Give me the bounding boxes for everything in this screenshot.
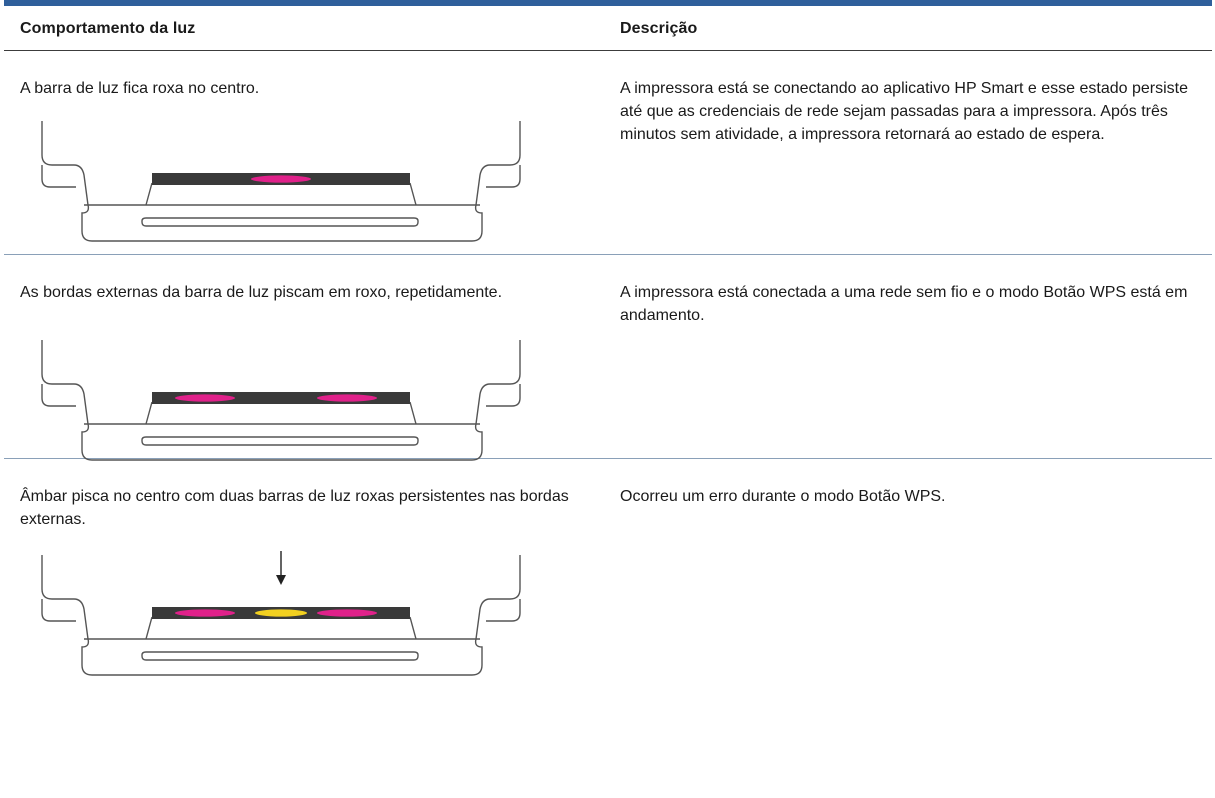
description-text: Ocorreu um erro durante o modo Botão WPS… [620,488,946,505]
description-text: A impressora está se conectando ao aplic… [620,80,1189,143]
printer-light-bar-purple-edges-blinking-icon [41,340,521,461]
header-description: Descrição [620,20,698,37]
table-row: Âmbar pisca no centro com duas barras de… [4,459,1212,711]
table-top-rule [4,0,1212,6]
light-behavior-table: Comportamento da luz Descrição A barra d… [4,0,1212,711]
description-text: A impressora está conectada a uma rede s… [620,284,1188,324]
header-behavior: Comportamento da luz [20,20,196,37]
down-arrow-icon [276,551,286,585]
behavior-text: Âmbar pisca no centro com duas barras de… [20,488,569,528]
printer-light-bar-purple-center-icon [41,121,521,242]
behavior-text: As bordas externas da barra de luz pisca… [20,284,503,301]
table-row: A barra de luz fica roxa no centro. A im… [4,51,1212,255]
behavior-text: A barra de luz fica roxa no centro. [20,80,260,97]
printer-light-bar-amber-center-purple-edges-icon [41,551,521,676]
table-row: As bordas externas da barra de luz pisca… [4,255,1212,461]
table-header-row: Comportamento da luz Descrição [4,6,1212,51]
